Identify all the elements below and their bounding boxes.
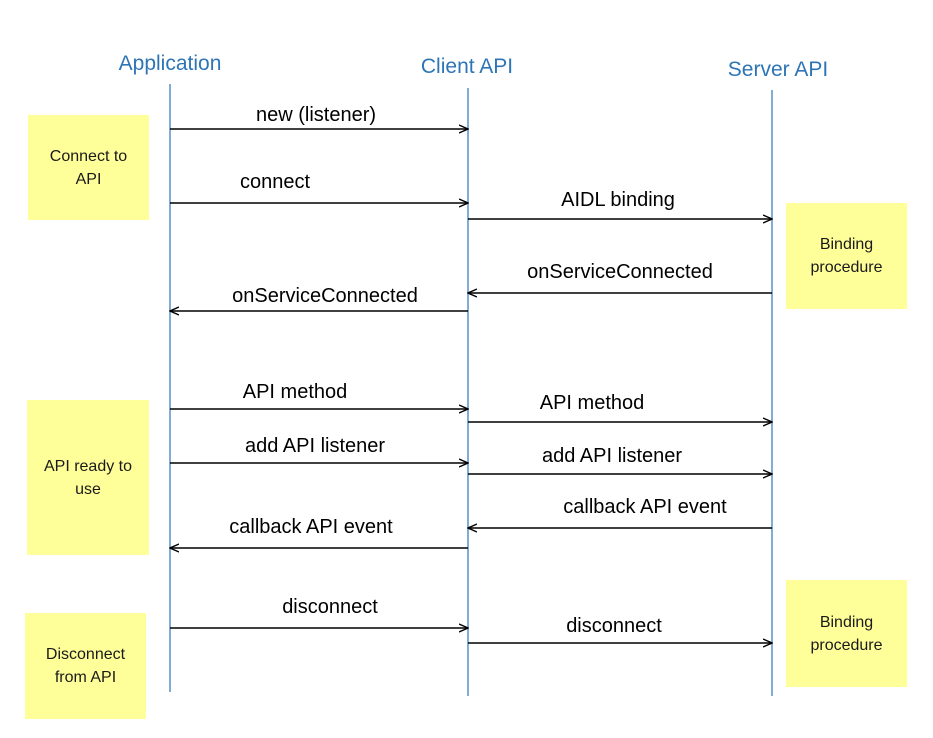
note-line: Disconnect — [45, 646, 126, 663]
message-label-api-method-client: API method — [539, 392, 645, 414]
message-label-disconnect-client: disconnect — [566, 615, 662, 637]
lifeline-title-server-api: Server API — [727, 58, 829, 81]
note-line: use — [75, 480, 101, 498]
message-label-connect: connect — [239, 171, 311, 193]
message-label-add-api-listener-app: add API listener — [244, 435, 386, 457]
message-label-callback-api-event-client: callback API event — [229, 516, 393, 538]
note-line: Binding — [819, 236, 874, 253]
message-arrows — [170, 129, 772, 643]
message-label-aidl-binding: AIDL binding — [561, 189, 675, 211]
note-line: from API — [54, 669, 117, 686]
note-binding-procedure: Binding procedure — [786, 203, 907, 309]
message-label-callback-api-event-server: callback API event — [563, 496, 727, 518]
lifeline-title-client-api: Client API — [420, 55, 514, 78]
note-line: procedure — [810, 259, 883, 276]
note-binding-procedure-2: Binding procedure — [786, 580, 907, 687]
note-line: procedure — [810, 636, 883, 654]
message-label-add-api-listener-client: add API listener — [541, 445, 683, 467]
note-line: API — [75, 170, 102, 188]
message-label-new-listener: new (listener) — [255, 104, 377, 126]
note-disconnect-from-api: Disconnect from API — [25, 613, 146, 719]
note-line: Binding — [819, 613, 874, 631]
message-label-onserviceconnected-client: onServiceConnected — [232, 285, 418, 307]
message-label-api-method-app: API method — [242, 381, 348, 403]
note-line: API ready to — [43, 457, 133, 475]
note-connect-to-api: Connect to API — [28, 115, 149, 220]
message-label-onserviceconnected-server: onServiceConnected — [527, 261, 713, 283]
note-api-ready-to-use: API ready to use — [27, 400, 149, 555]
message-label-disconnect-app: disconnect — [282, 596, 378, 618]
lifeline-title-application: Application — [118, 52, 222, 75]
note-line: Connect to — [49, 147, 128, 165]
